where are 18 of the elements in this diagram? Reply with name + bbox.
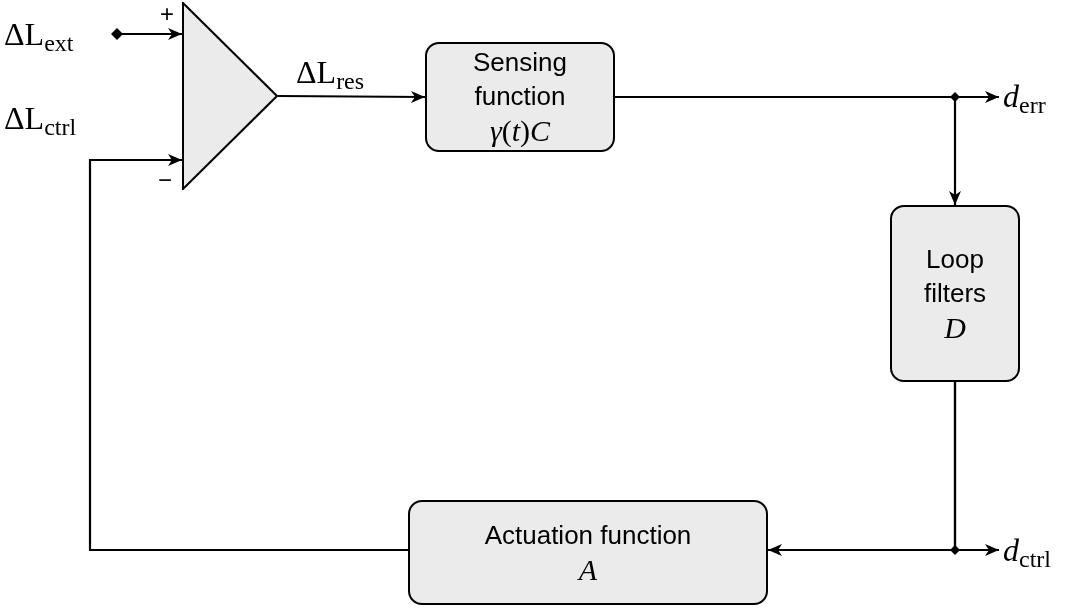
process-box	[425, 42, 615, 152]
process-box	[408, 500, 768, 605]
signal-label: ΔL$_{ext}$	[4, 14, 116, 54]
arrow	[88, 154, 408, 552]
math-symbol: D	[944, 309, 966, 346]
signal-label: d$_{err}$	[1003, 76, 1079, 116]
box-title: Actuation function	[483, 518, 693, 552]
math-symbol: γ(t)C	[489, 113, 551, 149]
math-symbol: A	[578, 551, 598, 588]
sign-label: +	[160, 2, 174, 26]
process-box	[890, 205, 1020, 382]
signal-label: d$_{ctrl}$	[1003, 530, 1087, 570]
summing-amplifier-triangle	[182, 2, 278, 190]
arrow	[278, 90, 425, 103]
box-title: Sensing function	[472, 46, 568, 113]
arrow	[768, 382, 957, 556]
box-title: Loop filters	[922, 242, 988, 310]
sign-label: −	[158, 168, 172, 192]
